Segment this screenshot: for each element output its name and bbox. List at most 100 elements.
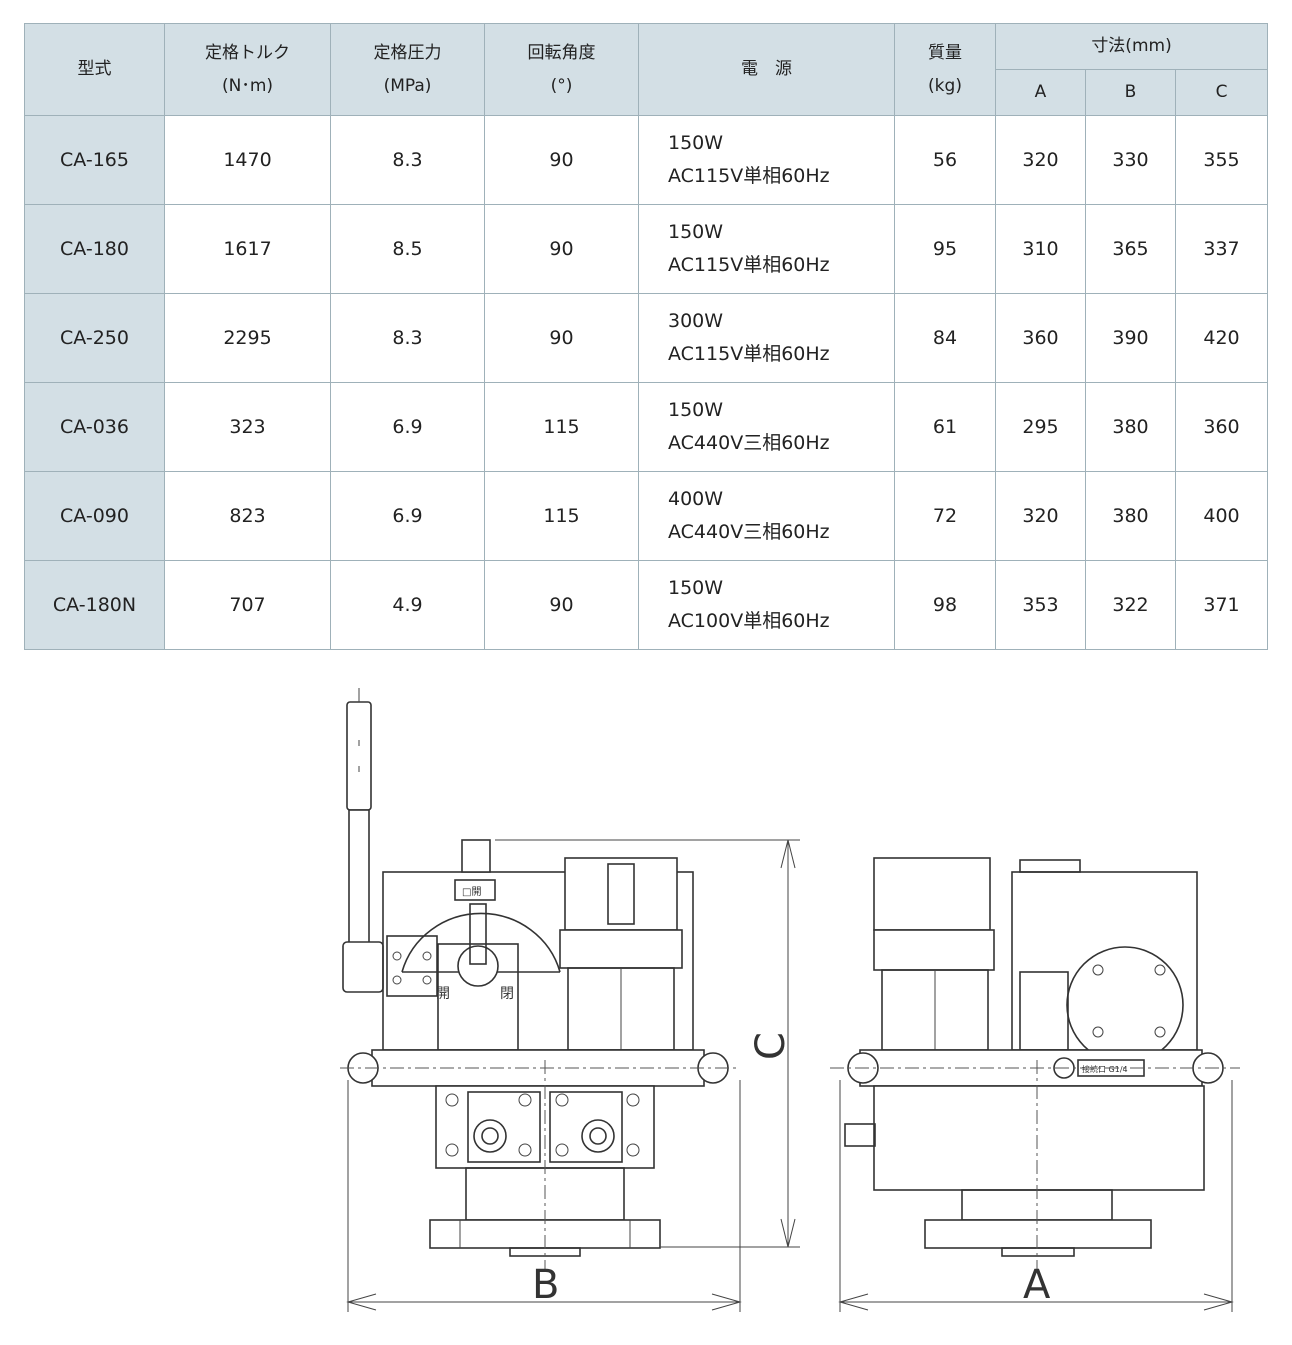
port-left (473, 1119, 507, 1153)
port-label: 接続口 G1/4 (1082, 1064, 1128, 1074)
open-label: 開 (436, 986, 450, 1002)
cell-dim-b: 390 (1085, 293, 1176, 383)
header-mass-label: 質量 (928, 42, 962, 63)
cell-power: 150W AC440V三相60Hz (638, 382, 895, 472)
cell-dim-a: 360 (995, 293, 1086, 383)
cell-model: CA-180N (24, 560, 165, 650)
cell-torque: 823 (164, 471, 331, 561)
front-view: □開 開 閉 (340, 688, 800, 1312)
header-torque-unit: (N･m) (221, 75, 274, 96)
power-watt: 150W (668, 221, 724, 243)
header-pressure-label: 定格圧力 (373, 42, 442, 63)
power-supply: AC115V単相60Hz (668, 254, 830, 276)
cell-torque: 323 (164, 382, 331, 472)
side-motor (873, 857, 991, 931)
close-label: 閉 (500, 986, 514, 1002)
power-watt: 150W (668, 399, 724, 421)
cell-angle: 90 (484, 115, 639, 205)
cell-torque: 707 (164, 560, 331, 650)
power-watt: 150W (668, 577, 724, 599)
power-supply: AC115V単相60Hz (668, 343, 830, 365)
cell-torque: 1470 (164, 115, 331, 205)
spec-table: 型式 定格トルク (N･m) 定格圧力 (MPa) 回転角度 (°) 電 源 質… (24, 23, 1269, 650)
side-pump-block (873, 1085, 1205, 1191)
cell-power: 300W AC115V単相60Hz (638, 293, 895, 383)
cell-model: CA-165 (24, 115, 165, 205)
cell-dim-c: 371 (1174, 560, 1269, 650)
side-view: 接続口 G1/4 A (830, 857, 1240, 1312)
cell-torque: 2295 (164, 293, 331, 383)
cell-mass: 72 (894, 471, 996, 561)
cell-pressure: 4.9 (330, 560, 485, 650)
table-row: CA-180N 707 4.9 90 150W AC100V単相60Hz 98 … (24, 560, 1269, 650)
cell-dim-b: 380 (1085, 471, 1176, 561)
cell-dim-c: 420 (1174, 293, 1269, 383)
header-power: 電 源 (638, 23, 895, 116)
power-watt: 400W (668, 488, 724, 510)
cell-model: CA-250 (24, 293, 165, 383)
cell-dim-b: 365 (1085, 204, 1176, 294)
header-mass: 質量 (kg) (894, 23, 996, 116)
cell-angle: 90 (484, 293, 639, 383)
gauge-arc (401, 912, 561, 973)
port-right (581, 1119, 615, 1153)
header-dim-c: C (1174, 69, 1269, 116)
handle-base (342, 941, 384, 993)
cell-power: 150W AC115V単相60Hz (638, 204, 895, 294)
cell-torque: 1617 (164, 204, 331, 294)
cell-dim-b: 380 (1085, 382, 1176, 472)
cell-dim-a: 320 (995, 115, 1086, 205)
cell-dim-a: 353 (995, 560, 1086, 650)
header-pressure-unit: (MPa) (383, 75, 432, 96)
header-angle-label: 回転角度 (527, 42, 596, 63)
power-watt: 300W (668, 310, 724, 332)
cell-angle: 115 (484, 382, 639, 472)
cell-mass: 98 (894, 560, 996, 650)
motor (564, 857, 678, 931)
valve-wheel (457, 945, 499, 987)
header-angle-unit: (°) (550, 75, 573, 96)
table-row: CA-250 2295 8.3 90 300W AC115V単相60Hz 84 … (24, 293, 1269, 383)
table-row: CA-180 1617 8.5 90 150W AC115V単相60Hz 95 … (24, 204, 1269, 294)
dim-a-label: A (1023, 1262, 1051, 1308)
cell-dim-b: 330 (1085, 115, 1176, 205)
cell-dim-c: 355 (1174, 115, 1269, 205)
dim-b-label: B (532, 1262, 559, 1308)
table-row: CA-090 823 6.9 115 400W AC440V三相60Hz 72 … (24, 471, 1269, 561)
cell-dim-a: 295 (995, 382, 1086, 472)
cell-model: CA-036 (24, 382, 165, 472)
cell-power: 150W AC100V単相60Hz (638, 560, 895, 650)
power-supply: AC115V単相60Hz (668, 165, 830, 187)
header-torque: 定格トルク (N･m) (164, 23, 331, 116)
header-torque-label: 定格トルク (205, 42, 290, 63)
cell-model: CA-180 (24, 204, 165, 294)
cell-dim-c: 400 (1174, 471, 1269, 561)
dim-c-label: C (748, 1032, 794, 1060)
actuator-drawing: □開 開 閉 (340, 688, 1240, 1312)
power-supply: AC100V単相60Hz (668, 610, 830, 632)
solenoid (461, 839, 491, 873)
header-dim-a: A (995, 69, 1086, 116)
cell-angle: 90 (484, 560, 639, 650)
handle-lever (348, 809, 370, 951)
power-watt: 150W (668, 132, 724, 154)
cell-angle: 115 (484, 471, 639, 561)
handle-grip (346, 701, 372, 811)
cell-power: 150W AC115V単相60Hz (638, 115, 895, 205)
cell-dim-b: 322 (1085, 560, 1176, 650)
header-pressure: 定格圧力 (MPa) (330, 23, 485, 116)
cell-angle: 90 (484, 204, 639, 294)
header-angle: 回転角度 (°) (484, 23, 639, 116)
side-gauge (1066, 946, 1184, 1064)
cell-pressure: 6.9 (330, 382, 485, 472)
cell-mass: 84 (894, 293, 996, 383)
cell-dim-c: 360 (1174, 382, 1269, 472)
header-dimensions: 寸法(mm) (994, 23, 1269, 70)
cell-pressure: 8.3 (330, 293, 485, 383)
cell-pressure: 6.9 (330, 471, 485, 561)
cell-model: CA-090 (24, 471, 165, 561)
cell-pressure: 8.3 (330, 115, 485, 205)
power-supply: AC440V三相60Hz (668, 432, 830, 454)
cell-mass: 56 (894, 115, 996, 205)
header-dim-b: B (1085, 69, 1176, 116)
